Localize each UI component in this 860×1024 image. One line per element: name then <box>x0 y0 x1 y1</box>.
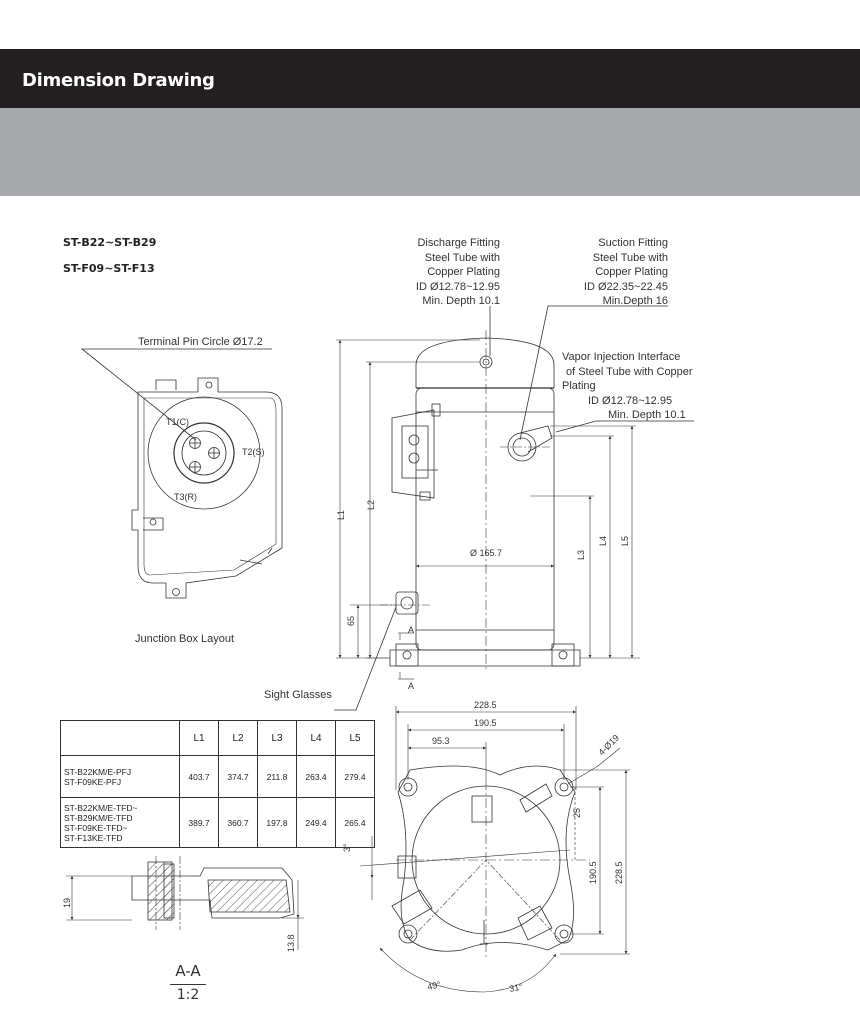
discharge-line-3: Copper Plating <box>427 266 500 278</box>
terminal-pin-circle-label: Terminal Pin Circle Ø17.2 <box>138 336 263 348</box>
table-cell-model: ST-B22KM/E-TFD~ ST-B29KM/E-TFD ST-F09KE-… <box>60 797 180 848</box>
discharge-line-4: ID Ø12.78~12.95 <box>415 280 500 293</box>
junction-box <box>131 377 283 599</box>
dim-25: 25 <box>572 808 582 818</box>
angle-49: 49° <box>426 979 442 992</box>
sight-glass-leader <box>334 606 397 711</box>
section-scale: 1:2 <box>176 987 200 1003</box>
sight-glasses-label: Sight Glasses <box>264 689 332 701</box>
table-header-cell: L2 <box>218 720 258 756</box>
vapor-line-4: ID Ø12.78~12.95 <box>588 394 673 407</box>
vapor-line-3: Plating <box>562 380 596 392</box>
table-cell: 374.7 <box>218 755 258 798</box>
discharge-line-1: Discharge Fitting <box>417 237 500 249</box>
dim-19: 19 <box>62 898 72 908</box>
discharge-line-2: Steel Tube with <box>424 251 500 264</box>
holes-label: 4-Ø19 <box>596 733 621 758</box>
bottom-dims <box>370 706 630 993</box>
table-header-cell <box>60 720 180 756</box>
suction-callout: Suction Fitting Steel Tube with Copper P… <box>558 236 668 309</box>
table-cell: 360.7 <box>218 797 258 848</box>
section-divider <box>170 984 206 985</box>
junction-box-layout-label: Junction Box Layout <box>135 633 235 645</box>
dim-l4: L4 <box>598 536 608 546</box>
dim-l2: L2 <box>366 500 376 510</box>
discharge-callout: Discharge Fitting Steel Tube with Copper… <box>390 236 500 309</box>
diameter-label: Ø 165.7 <box>470 548 502 558</box>
terminal-t2-label: T2(S) <box>242 447 265 457</box>
vapor-callout: Vapor Injection Interface of Steel Tube … <box>562 350 693 423</box>
dim-l5: L5 <box>620 536 630 546</box>
gray-band <box>0 108 860 196</box>
model-name: ST-B29KM/E-TFD <box>64 812 133 823</box>
dim-190-v: 190.5 <box>588 861 598 884</box>
table-row: ST-B22KM/E-TFD~ ST-B29KM/E-TFD ST-F09KE-… <box>60 797 375 848</box>
compressor-bottom-view <box>359 765 590 960</box>
dim-228-h: 228.5 <box>474 700 497 710</box>
section-mark-bottom: A <box>408 681 414 691</box>
model-range-2: ST-F09~ST-F13 <box>63 262 155 275</box>
dim-228-v: 228.5 <box>614 861 624 884</box>
dimensions-table: L1 L2 L3 L4 L5 ST-B22KM/E-PFJ ST-F09KE-P… <box>60 720 375 848</box>
table-cell: 197.8 <box>257 797 297 848</box>
table-cell: 389.7 <box>179 797 219 848</box>
vapor-line-5: Min. Depth 10.1 <box>608 409 686 421</box>
table-cell: 249.4 <box>296 797 336 848</box>
discharge-line-5: Min. Depth 10.1 <box>422 295 500 307</box>
model-name: ST-F13KE-TFD <box>64 832 123 843</box>
suction-leader <box>519 305 668 441</box>
dim-95: 95.3 <box>432 736 450 746</box>
section-a-a-view <box>131 856 295 930</box>
suction-line-3: Copper Plating <box>595 266 668 278</box>
compressor-side-view <box>380 330 581 672</box>
dim-65: 65 <box>346 616 356 626</box>
table-header-row: L1 L2 L3 L4 L5 <box>60 720 375 756</box>
header-bar <box>0 49 860 108</box>
suction-line-5: Min.Depth 16 <box>602 295 668 307</box>
model-name: ST-B22KM/E-TFD~ <box>64 802 138 813</box>
page-title: Dimension Drawing <box>22 70 215 91</box>
suction-line-4: ID Ø22.35~22.45 <box>583 280 668 293</box>
table-cell-model: ST-B22KM/E-PFJ ST-F09KE-PFJ <box>60 755 180 798</box>
side-dims <box>336 339 640 680</box>
model-name: ST-B22KM/E-PFJ <box>64 766 132 777</box>
suction-line-2: Steel Tube with <box>592 251 668 264</box>
table-cell: 279.4 <box>335 755 375 798</box>
vapor-line-2: of Steel Tube with Copper <box>566 365 693 378</box>
section-name: A-A <box>175 962 201 980</box>
model-range-1: ST-B22~ST-B29 <box>63 236 157 249</box>
table-header-cell: L4 <box>296 720 336 756</box>
table-cell: 265.4 <box>335 797 375 848</box>
section-mark-top: A <box>408 625 414 635</box>
section-dims <box>66 875 304 950</box>
vapor-leader <box>555 420 694 433</box>
table-cell: 403.7 <box>179 755 219 798</box>
terminal-t1-label: T1(C) <box>166 417 189 427</box>
dim-l3: L3 <box>576 550 586 560</box>
table-cell: 263.4 <box>296 755 336 798</box>
suction-line-1: Suction Fitting <box>598 237 668 249</box>
dim-13-8: 13.8 <box>286 934 296 952</box>
vapor-line-1: Vapor Injection Interface <box>562 351 681 363</box>
model-name: ST-F09KE-TFD~ <box>64 822 128 833</box>
table-header-cell: L1 <box>179 720 219 756</box>
dim-l1: L1 <box>336 510 346 520</box>
table-header-cell: L3 <box>257 720 297 756</box>
dim-190-h: 190.5 <box>474 718 497 728</box>
model-name: ST-F09KE-PFJ <box>64 776 122 787</box>
terminal-t3-label: T3(R) <box>174 492 197 502</box>
table-header-cell: L5 <box>335 720 375 756</box>
table-cell: 211.8 <box>257 755 297 798</box>
angle-31: 31° <box>508 981 524 994</box>
table-row: ST-B22KM/E-PFJ ST-F09KE-PFJ 403.7 374.7 … <box>60 755 375 798</box>
terminal-pin-leader <box>80 348 272 441</box>
